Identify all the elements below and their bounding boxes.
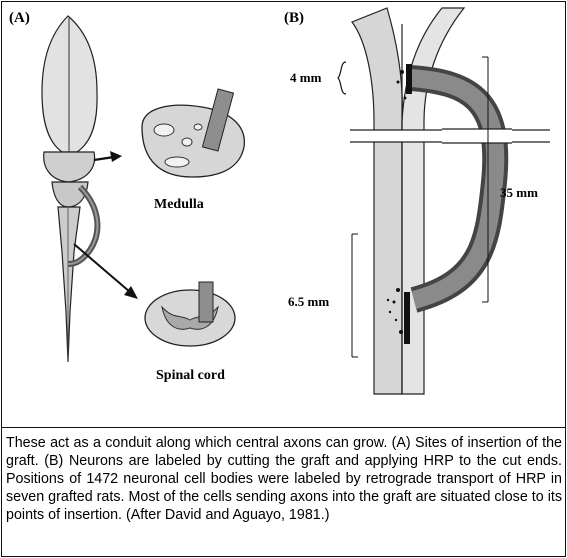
arrow-to-medulla [94, 151, 122, 162]
brain-spinal-cord-drawing [42, 16, 97, 362]
medulla-label: Medulla [154, 197, 204, 212]
dimension-6-5mm-label: 6.5 mm [288, 294, 329, 309]
dimension-4mm-label: 4 mm [290, 70, 322, 85]
spinal-cord-cross-section [145, 282, 235, 346]
panel-a-label: (A) [9, 10, 30, 26]
graft-cut [442, 129, 512, 143]
spinal-cord-label: Spinal cord [156, 368, 225, 383]
panel-b-label: (B) [284, 10, 304, 26]
caption-divider [2, 427, 565, 428]
arrow-to-spinal-cord [74, 244, 138, 299]
medulla-cross-section [142, 89, 244, 177]
dimension-6-5mm [352, 234, 358, 357]
dimension-35mm-label: 35 mm [500, 185, 538, 200]
dimension-4mm [338, 62, 346, 94]
figure-illustration: (A) [2, 2, 565, 427]
figure-caption: These act as a conduit along which centr… [6, 434, 562, 524]
